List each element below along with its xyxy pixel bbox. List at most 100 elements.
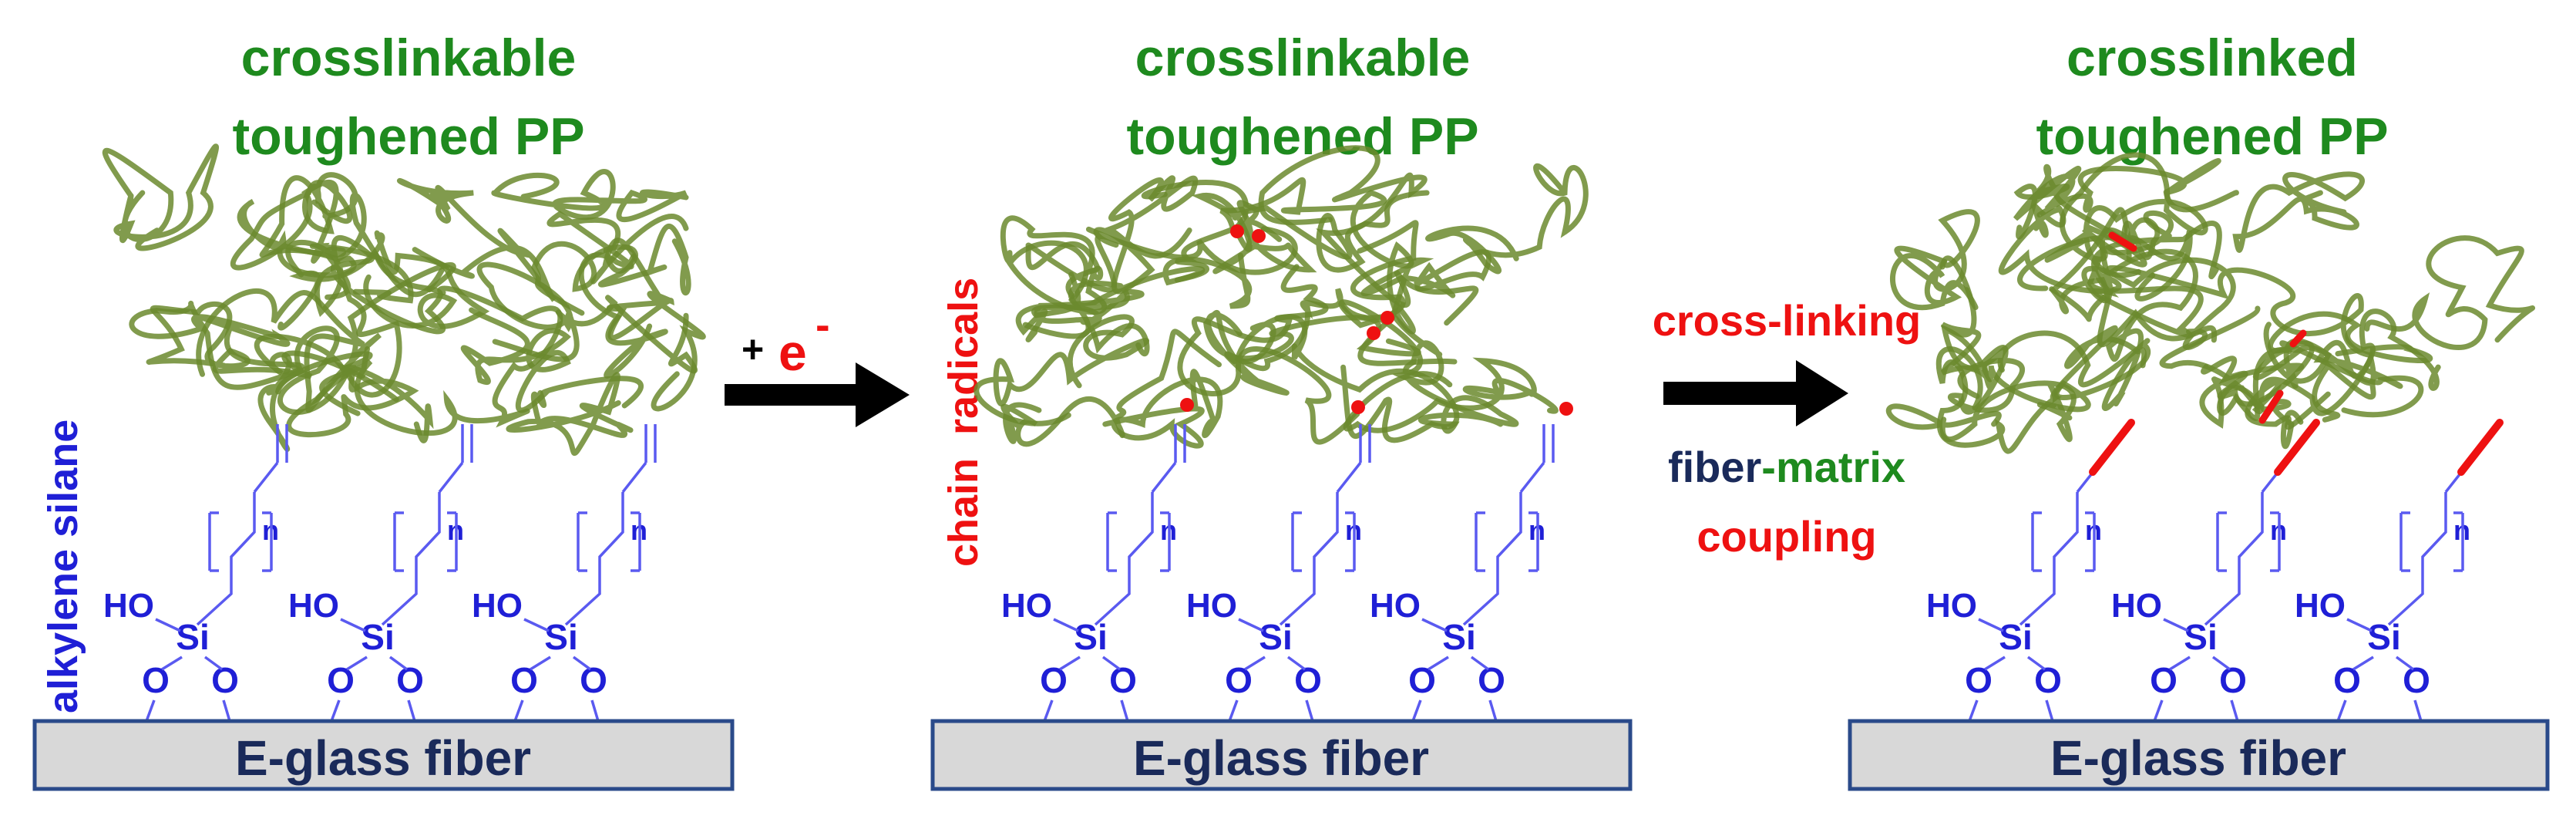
polymer-chain bbox=[259, 172, 445, 298]
alkyl-chain bbox=[564, 492, 624, 626]
polymer-chain bbox=[491, 169, 689, 223]
alkyl-chain bbox=[196, 492, 256, 626]
alkylene-silane-label: alkylene silane bbox=[40, 420, 86, 713]
radical-dot bbox=[1230, 224, 1244, 238]
glass-fiber-bar bbox=[930, 719, 1633, 791]
bond-si-o bbox=[203, 656, 224, 671]
oxygen-atom: O bbox=[396, 660, 424, 700]
bond-o-glass bbox=[1120, 699, 1129, 722]
bond-o-glass bbox=[590, 699, 600, 722]
bond-si-o bbox=[1470, 656, 1490, 671]
polymer-chain bbox=[2048, 207, 2218, 348]
bond-ho-si bbox=[155, 618, 181, 632]
radical-dot bbox=[1380, 311, 1394, 325]
polymer-chain bbox=[1031, 252, 1253, 318]
bond-si-o bbox=[1984, 656, 2006, 671]
bond-o-glass bbox=[1043, 699, 1054, 722]
silane-unit: SiHOOOn bbox=[1001, 424, 1186, 722]
polymer-chain bbox=[277, 231, 490, 331]
radical-dot bbox=[1180, 398, 1194, 412]
bond-si-o bbox=[2169, 656, 2191, 671]
polymer-tangle-3 bbox=[1885, 152, 2536, 454]
vinyl-bond bbox=[621, 461, 647, 494]
radical-dot bbox=[1367, 326, 1380, 340]
bond-o-glass bbox=[1968, 699, 1979, 722]
polymer-tangle-1 bbox=[102, 143, 706, 456]
polymer-tangle-2 bbox=[974, 145, 1589, 449]
si-atom: Si bbox=[1259, 617, 1292, 657]
oxygen-atom: O bbox=[2219, 660, 2247, 700]
chain-radicals-label: chain radicals bbox=[940, 278, 987, 567]
step1-annotation: + e - bbox=[725, 300, 910, 427]
arrow-right-1 bbox=[725, 362, 910, 427]
bond-ho-si bbox=[1978, 618, 2004, 632]
bond-o-glass bbox=[1305, 699, 1314, 722]
si-atom: Si bbox=[2184, 617, 2217, 657]
glass-fiber-label: E-glass fiber bbox=[235, 730, 531, 786]
ho-group: HO bbox=[2295, 587, 2346, 625]
bond-o-glass bbox=[2413, 699, 2423, 722]
matrix-word: matrix bbox=[1776, 443, 1905, 491]
crosslink-bond bbox=[2258, 389, 2284, 424]
polymer-chain bbox=[1939, 255, 2025, 415]
vinyl-bond bbox=[253, 461, 279, 494]
silane-unit: SiHOOOn bbox=[288, 424, 473, 722]
panel-2-title-line2: toughened PP bbox=[1126, 107, 1478, 166]
glass-fiber-label: E-glass fiber bbox=[1133, 730, 1429, 786]
glass-fiber-1: E-glass fiber bbox=[32, 719, 735, 791]
vinyl-bond bbox=[1336, 461, 1362, 494]
oxygen-atom: O bbox=[1478, 660, 1505, 700]
oxygen-atom: O bbox=[2403, 660, 2430, 700]
bond-o-glass bbox=[513, 699, 524, 722]
vinyl-bond bbox=[1151, 461, 1177, 494]
crosslink-bonds bbox=[2108, 231, 2307, 424]
silane-unit: SiHOOOn bbox=[1370, 424, 1555, 722]
silane-group-3: SiHOOOnSiHOOOnSiHOOOn bbox=[1926, 419, 2504, 722]
radical-dot bbox=[1252, 229, 1266, 243]
alkyl-chain bbox=[2204, 492, 2264, 626]
electron-charge: - bbox=[816, 300, 830, 349]
bond-si-o bbox=[1286, 656, 1306, 671]
crosslink-bond bbox=[2457, 419, 2504, 476]
polymer-chain bbox=[1338, 299, 1519, 434]
oxygen-atom: O bbox=[1109, 660, 1137, 700]
vinyl-bond bbox=[438, 461, 464, 494]
polymer-chain bbox=[1224, 220, 1419, 372]
bond-o-glass bbox=[407, 699, 416, 722]
bond-o-glass bbox=[1228, 699, 1239, 722]
polymer-chain bbox=[2044, 152, 2208, 278]
polymer-chain bbox=[1177, 264, 1360, 445]
radical-dots bbox=[1180, 224, 1573, 416]
polymer-chain bbox=[974, 314, 1150, 426]
cross-linking-label: cross-linking bbox=[1653, 296, 1922, 345]
crosslink-bond bbox=[2108, 231, 2137, 252]
alkyl-chain bbox=[2019, 492, 2079, 626]
vinyl-bond bbox=[1519, 461, 1545, 494]
bond-si-o bbox=[346, 656, 368, 671]
crosslink-bond bbox=[2289, 329, 2307, 348]
polymer-chain bbox=[530, 224, 691, 316]
si-atom: Si bbox=[2367, 617, 2400, 657]
fiber-matrix-label: fiber-matrix bbox=[1668, 443, 1905, 491]
bond-o-glass bbox=[2230, 699, 2239, 722]
ho-group: HO bbox=[288, 587, 339, 625]
panel-2-title-line1: crosslinkable bbox=[1135, 29, 1471, 87]
bond-si-o bbox=[1101, 656, 1122, 671]
bond-ho-si bbox=[1238, 618, 1264, 632]
glass-fiber-label: E-glass fiber bbox=[2050, 730, 2346, 786]
polymer-chain bbox=[506, 372, 634, 456]
si-atom: Si bbox=[1442, 617, 1475, 657]
panel-3-title-line1: crosslinked bbox=[2067, 29, 2358, 87]
hyphen: - bbox=[1761, 443, 1776, 491]
bond-o-glass bbox=[2045, 699, 2054, 722]
panel-2: crosslinkable toughened PP chain radical… bbox=[930, 29, 1633, 791]
step2-annotation: cross-linking fiber-matrix coupling bbox=[1653, 296, 1922, 561]
silane-unit: SiHOOOn bbox=[2295, 419, 2504, 722]
si-atom: Si bbox=[176, 617, 209, 657]
polymer-chain bbox=[397, 177, 557, 302]
alkyl-chain bbox=[1462, 492, 1522, 626]
polymer-chain bbox=[1025, 226, 1298, 299]
bond-o-glass bbox=[1488, 699, 1498, 722]
silane-unit: SiHOOOn bbox=[2111, 419, 2320, 722]
